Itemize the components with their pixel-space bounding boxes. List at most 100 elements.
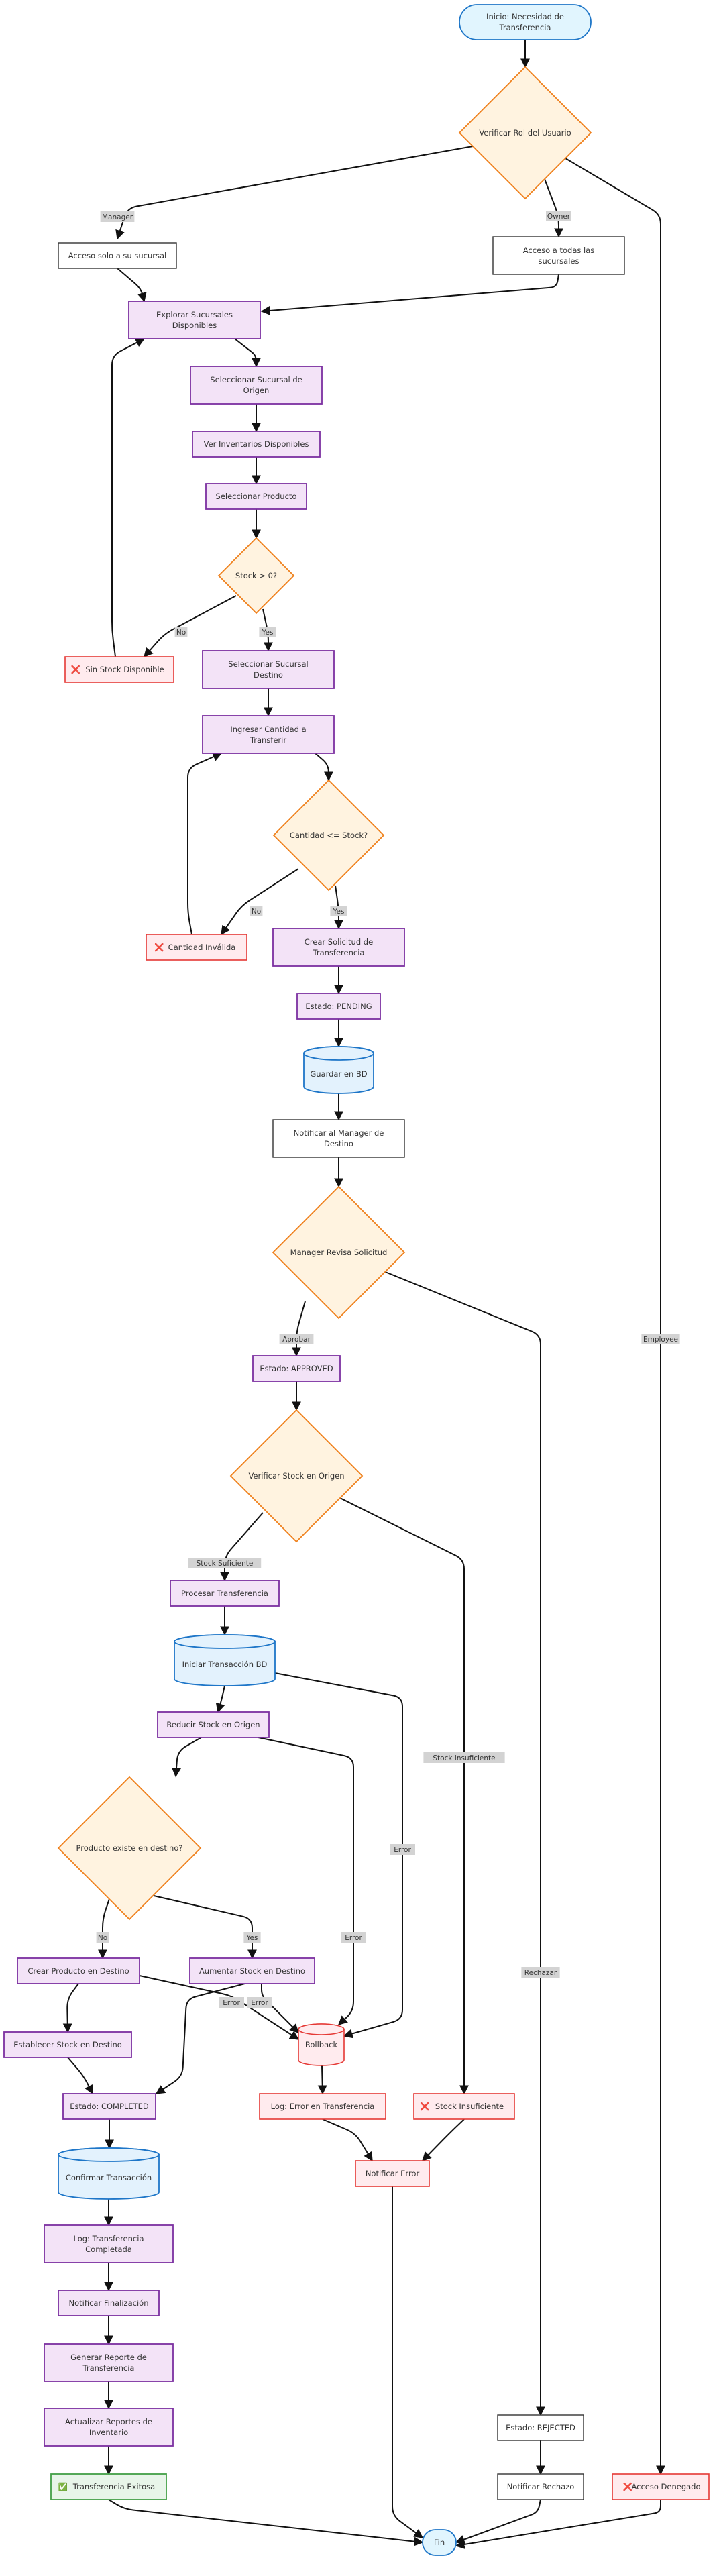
process-box	[202, 650, 335, 689]
edge-label: Stock Insuficiente	[423, 1752, 505, 1763]
node-label: Estado: APPROVED	[260, 1364, 333, 1373]
node-label: Origen	[243, 386, 270, 395]
edge-label-text: No	[176, 629, 186, 637]
edge-label: Owner	[546, 211, 571, 221]
edge-label-text: Stock Suficiente	[197, 1560, 254, 1568]
cross-icon: ❌	[623, 2482, 632, 2491]
edge-label-background	[100, 211, 135, 222]
edge-label: No	[96, 1932, 109, 1943]
node-success: ✅Transferencia Exitosa	[50, 2473, 167, 2500]
edge-label-text: Owner	[547, 213, 571, 221]
node-label: Destino	[254, 670, 283, 680]
node-label: Rollback	[305, 2040, 338, 2049]
database-cylinder-top	[298, 2023, 345, 2035]
node-process-transfer: Procesar Transferencia	[170, 1580, 280, 1607]
edge-label-text: Stock Insuficiente	[433, 1754, 495, 1762]
process-box	[355, 2160, 430, 2187]
edge-label-text: Aprobar	[282, 1336, 311, 1344]
process-box	[205, 483, 307, 510]
node-label: Estado: PENDING	[305, 1002, 372, 1011]
node-verify-role: Verificar Rol del Usuario	[458, 66, 592, 200]
edge-label-text: Manager	[102, 213, 133, 221]
edge-label-background	[330, 906, 347, 916]
edge-success-to-end	[108, 2499, 424, 2546]
edge-manager_review-to-approved	[292, 1301, 306, 1357]
edge-label: Error	[219, 1997, 244, 2008]
process-box	[497, 2473, 584, 2500]
node-log-error: Log: Error en Transferencia	[259, 2093, 386, 2120]
edge-product_exists-to-create_product	[98, 1894, 111, 1960]
node-confirm-tx: Confirmar Transacción	[58, 2147, 160, 2200]
node-label: Confirmar Transacción	[66, 2173, 152, 2182]
edge-access_own-to-explore	[117, 268, 147, 303]
node-no-stock: ❌Sin Stock Disponible	[64, 656, 174, 683]
edge-label-background	[188, 1558, 262, 1568]
node-label: Ingresar Cantidad a	[230, 724, 306, 734]
database-cylinder-top	[58, 2147, 160, 2162]
edge-label-background	[96, 1932, 109, 1943]
process-box	[189, 1957, 315, 1984]
edge-no_stock-to-explore	[111, 338, 146, 657]
node-label: Inventario	[89, 2428, 128, 2437]
node-label: Crear Producto en Destino	[27, 1966, 129, 1976]
process-box	[3, 2031, 132, 2058]
node-increase-stock: Aumentar Stock en Destino	[189, 1957, 315, 1984]
edge-label: Yes	[259, 627, 276, 637]
edge-stock_check-to-no_stock	[144, 595, 237, 658]
edge-manager_review-to-rejected	[383, 1271, 545, 2416]
edge-label-background	[521, 1967, 560, 1978]
database-cylinder-top	[303, 1046, 374, 1061]
edge-label-background	[219, 1997, 244, 2008]
node-label: Procesar Transferencia	[181, 1589, 268, 1598]
node-approved: Estado: APPROVED	[252, 1355, 341, 1382]
edge-verify_role-to-access_own	[115, 146, 474, 240]
edge-begin_tx-to-reduce_stock	[215, 1685, 225, 1713]
edge-insufficient-to-notify_error	[422, 2118, 465, 2162]
process-box	[272, 1119, 405, 1158]
process-box	[202, 715, 335, 754]
edge-access_denied-to-end	[455, 2500, 661, 2549]
edge-enter_qty-to-qty_check	[315, 753, 333, 782]
node-access-own: Acceso solo a su sucursal	[58, 242, 177, 269]
node-set-stock: Establecer Stock en Destino	[3, 2031, 132, 2058]
edge-label: Error	[247, 1997, 272, 2008]
edge-label-text: Error	[394, 1846, 411, 1854]
edge-label-text: Error	[345, 1934, 362, 1942]
process-box	[497, 2414, 584, 2441]
edge-invalid_qty-to-enter_qty	[187, 752, 223, 935]
cross-icon: ❌	[71, 665, 80, 674]
node-insufficient: ❌Stock Insuficiente	[413, 2093, 515, 2120]
node-reduce-stock: Reducir Stock en Origen	[157, 1711, 270, 1738]
process-box	[612, 2473, 710, 2500]
node-label: Verificar Stock en Origen	[248, 1471, 344, 1481]
node-manager-review: Manager Revisa Solicitud	[272, 1185, 406, 1320]
edge-label: Employee	[641, 1334, 680, 1344]
node-label: Transferencia	[82, 2363, 135, 2373]
process-box	[44, 2408, 174, 2447]
node-end: Fin	[422, 2529, 457, 2556]
edge-label-background	[546, 211, 571, 221]
edge-verify_role-to-access_all	[544, 178, 563, 238]
edge-label-background	[259, 627, 276, 637]
node-view-inventory: Ver Inventarios Disponibles	[192, 431, 321, 458]
edge-label-background	[174, 627, 188, 637]
node-label: sucursales	[539, 256, 579, 266]
edge-product_exists-to-increase_stock	[150, 1894, 257, 1960]
edge-create_product-to-set_stock	[62, 1983, 79, 2033]
edge-label-background	[341, 1932, 366, 1943]
edge-label-text: Yes	[246, 1934, 258, 1942]
edge-label: Error	[390, 1844, 415, 1855]
node-completed: Estado: COMPLETED	[62, 2093, 156, 2120]
process-box	[62, 2093, 156, 2120]
terminal-shape	[459, 4, 592, 40]
node-label: Explorar Sucursales	[156, 310, 233, 319]
node-rejected: Estado: REJECTED	[497, 2414, 584, 2441]
node-label: Destino	[324, 1139, 353, 1148]
node-label: Manager Revisa Solicitud	[290, 1248, 388, 1257]
node-label: Acceso a todas las	[523, 246, 595, 255]
